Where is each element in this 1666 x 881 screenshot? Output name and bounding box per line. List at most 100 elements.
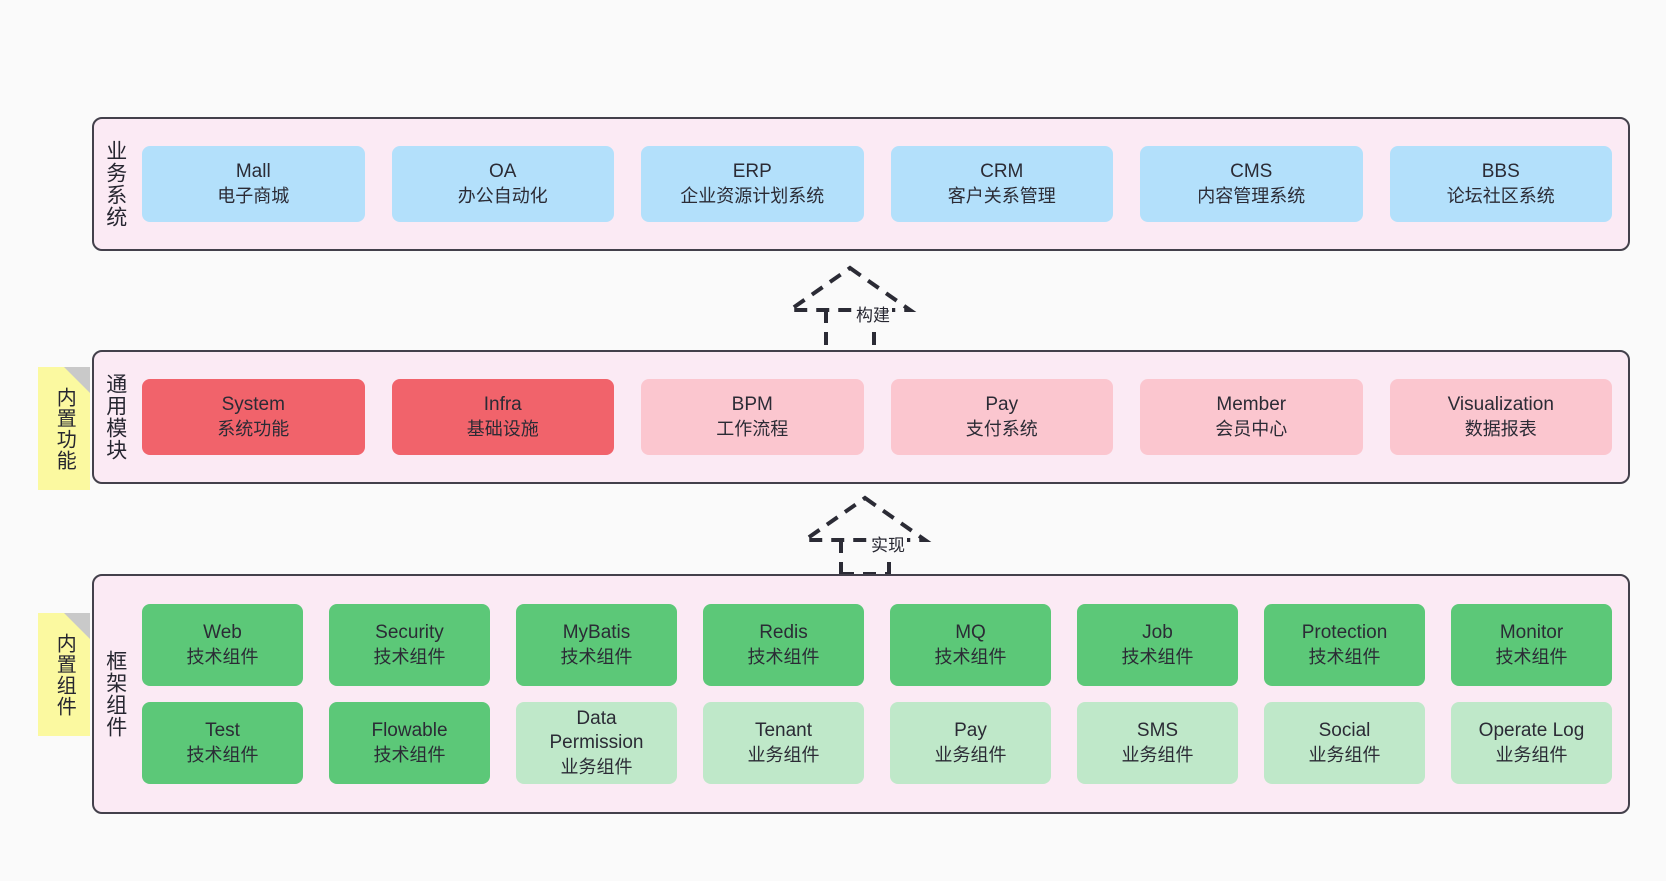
connector-implement-icon [798,495,932,576]
card-title: Pay [954,720,987,742]
card-subtitle: 业务组件 [1495,744,1568,765]
card-subtitle: 业务组件 [747,744,820,765]
card-title: Security [375,622,444,644]
card-subtitle: 业务组件 [934,744,1007,765]
card-subtitle: 技术组件 [747,646,820,667]
card-monitor[interactable]: Monitor 技术组件 [1451,604,1612,686]
connector-build: 构建 [780,262,920,354]
card-subtitle: 技术组件 [1121,646,1194,667]
connector-implement-label: 实现 [869,531,907,556]
note-fold-icon [64,613,90,639]
card-title: Test [205,720,240,742]
card-title: System [221,394,285,416]
card-subtitle: 技术组件 [560,646,633,667]
note-builtin-features: 内置功能 [38,367,90,490]
layer-body-business-systems: Mall 电子商城 OA 办公自动化 ERP 企业资源计划系统 CRM 客户关系… [136,119,1628,249]
card-title: MQ [955,622,986,644]
card-redis[interactable]: Redis 技术组件 [703,604,864,686]
card-social[interactable]: Social 业务组件 [1264,702,1425,784]
layer-framework-components: 框架组件 Web 技术组件 Security 技术组件 MyBatis 技术组件… [92,574,1630,814]
card-tenant[interactable]: Tenant 业务组件 [703,702,864,784]
card-erp[interactable]: ERP 企业资源计划系统 [641,146,864,222]
card-subtitle: 支付系统 [965,418,1038,439]
card-subtitle: 客户关系管理 [947,185,1056,206]
card-protection[interactable]: Protection 技术组件 [1264,604,1425,686]
layer-title-framework-components: 框架组件 [103,650,127,738]
card-crm[interactable]: CRM 客户关系管理 [890,146,1113,222]
card-title: Monitor [1499,622,1564,644]
note-label: 内置功能 [53,386,76,471]
layer-title-business-systems: 业务系统 [103,140,127,228]
card-bpm[interactable]: BPM 工作流程 [641,379,864,455]
card-title: Social [1318,720,1371,742]
card-test[interactable]: Test 技术组件 [142,702,303,784]
card-infra[interactable]: Infra 基础设施 [391,379,614,455]
connector-build-label: 构建 [854,301,892,326]
card-cms[interactable]: CMS 内容管理系统 [1140,146,1363,222]
card-subtitle: 技术组件 [1308,646,1381,667]
card-row: Test 技术组件 Flowable 技术组件 Data Permission … [142,702,1612,784]
card-subtitle: 技术组件 [186,646,259,667]
card-title: Member [1216,394,1287,416]
card-row: Web 技术组件 Security 技术组件 MyBatis 技术组件 Redi… [142,604,1612,686]
card-subtitle: 系统功能 [217,418,290,439]
card-bbs[interactable]: BBS 论坛社区系统 [1389,146,1612,222]
card-visualization[interactable]: Visualization 数据报表 [1389,379,1612,455]
card-title: SMS [1136,720,1179,742]
card-mybatis[interactable]: MyBatis 技术组件 [516,604,677,686]
card-subtitle: 技术组件 [373,646,446,667]
card-title: Pay [985,394,1019,416]
card-subtitle: 数据报表 [1464,418,1537,439]
card-title: Infra [483,394,522,416]
card-subtitle: 内容管理系统 [1197,185,1306,206]
card-subtitle: 业务组件 [1121,744,1194,765]
card-title: Redis [759,622,808,644]
card-subtitle: 技术组件 [186,744,259,765]
card-title: Visualization [1447,394,1554,416]
card-pay[interactable]: Pay 支付系统 [890,379,1113,455]
card-title: Data Permission [549,708,644,754]
note-builtin-components: 内置组件 [38,613,90,736]
card-subtitle: 论坛社区系统 [1446,185,1555,206]
card-subtitle: 企业资源计划系统 [680,185,825,206]
card-title: Mall [235,161,271,183]
card-title: Tenant [754,720,813,742]
layer-business-systems: 业务系统 Mall 电子商城 OA 办公自动化 ERP 企业资源计划系统 CRM… [92,117,1630,251]
card-title: Web [203,622,242,644]
card-title: ERP [732,161,772,183]
card-title: CMS [1230,161,1273,183]
layer-common-modules: 通用模块 System 系统功能 Infra 基础设施 BPM 工作流程 Pay… [92,350,1630,484]
card-web[interactable]: Web 技术组件 [142,604,303,686]
layer-body-common-modules: System 系统功能 Infra 基础设施 BPM 工作流程 Pay 支付系统… [136,352,1628,482]
note-label: 内置组件 [53,632,76,717]
card-member[interactable]: Member 会员中心 [1140,379,1363,455]
card-oa[interactable]: OA 办公自动化 [391,146,614,222]
card-subtitle: 技术组件 [373,744,446,765]
note-fold-icon [64,367,90,393]
card-operate-log[interactable]: Operate Log 业务组件 [1451,702,1612,784]
layer-body-framework-components: Web 技术组件 Security 技术组件 MyBatis 技术组件 Redi… [136,576,1628,812]
card-row: Mall 电子商城 OA 办公自动化 ERP 企业资源计划系统 CRM 客户关系… [142,146,1612,222]
card-system[interactable]: System 系统功能 [142,379,365,455]
card-title: BPM [731,394,773,416]
card-title: MyBatis [562,622,631,644]
card-subtitle: 技术组件 [934,646,1007,667]
card-data-permission[interactable]: Data Permission 业务组件 [516,702,677,784]
card-security[interactable]: Security 技术组件 [329,604,490,686]
card-mall[interactable]: Mall 电子商城 [142,146,365,222]
card-subtitle: 业务组件 [1308,744,1381,765]
connector-implement: 实现 [795,492,935,576]
card-title: BBS [1481,161,1520,183]
card-job[interactable]: Job 技术组件 [1077,604,1238,686]
card-pay-business[interactable]: Pay 业务组件 [890,702,1051,784]
card-sms[interactable]: SMS 业务组件 [1077,702,1238,784]
card-title: Job [1142,622,1173,644]
card-row: System 系统功能 Infra 基础设施 BPM 工作流程 Pay 支付系统… [142,379,1612,455]
card-subtitle: 办公自动化 [457,185,548,206]
card-subtitle: 业务组件 [560,756,633,777]
card-flowable[interactable]: Flowable 技术组件 [329,702,490,784]
card-subtitle: 基础设施 [466,418,539,439]
card-subtitle: 会员中心 [1215,418,1288,439]
card-mq[interactable]: MQ 技术组件 [890,604,1051,686]
